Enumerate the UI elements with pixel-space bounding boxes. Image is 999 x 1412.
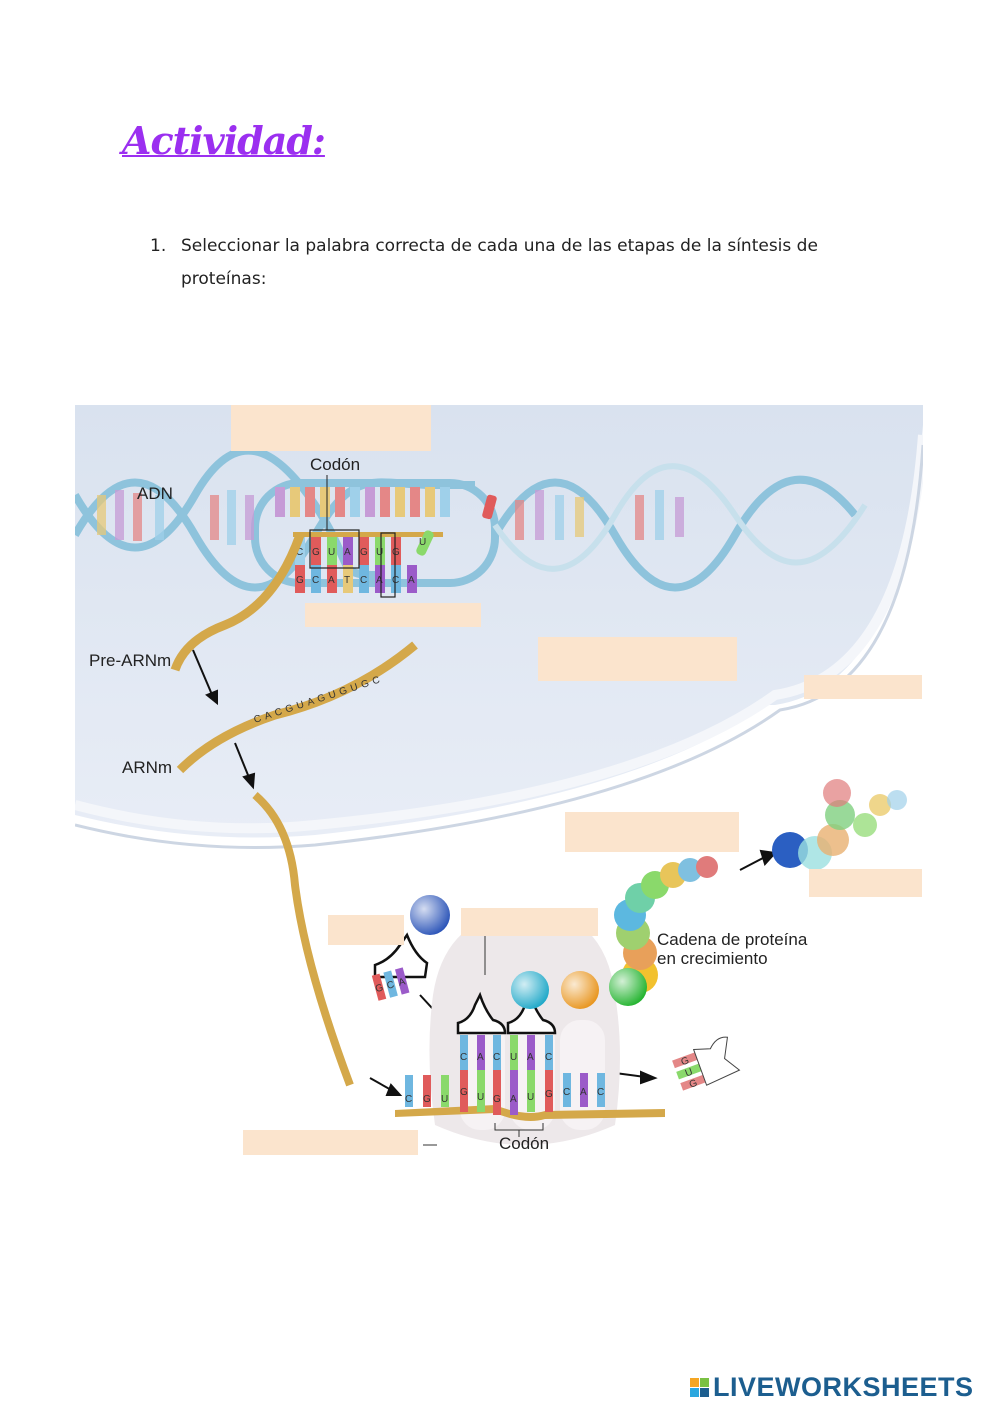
- dna-base: C: [392, 575, 399, 586]
- question-number: 1.: [150, 236, 167, 256]
- nucleotide-letter: A: [510, 1094, 517, 1105]
- question-1: 1. Seleccionar la palabra correcta de ca…: [150, 230, 890, 296]
- nucleotide-letter: U: [527, 1092, 534, 1103]
- protein-synthesis-diagram: C G U A G U G U G C A T C A C A CACGUAGU…: [75, 405, 923, 1153]
- pre-mrna-strand: [170, 533, 305, 672]
- logo-icon: [690, 1378, 709, 1397]
- nucleotide-letter: G: [688, 1078, 699, 1091]
- nucleotide-letter: U: [684, 1067, 695, 1080]
- dna-base: C: [360, 575, 367, 586]
- dna-label: ADN: [137, 484, 173, 503]
- codon-label-bottom: Codón: [499, 1134, 549, 1153]
- nucleotide-letter: A: [580, 1087, 587, 1098]
- activity-title: Actividad:: [122, 118, 326, 163]
- protein-chain-label: Cadena de proteína: [657, 930, 808, 949]
- answer-box-8[interactable]: [461, 908, 598, 936]
- answer-box-5[interactable]: [565, 812, 739, 852]
- rna-base: G: [312, 547, 320, 558]
- answer-box-4[interactable]: [804, 675, 922, 699]
- nucleotide-letter: C: [386, 979, 396, 991]
- rna-base: U: [376, 547, 383, 558]
- rna-base: U: [328, 547, 335, 558]
- question-text: Seleccionar la palabra correcta de cada …: [181, 236, 818, 289]
- nucleotide-letter: C: [563, 1087, 570, 1098]
- dna-helix: C G U A G U G U G C A T C A C A: [75, 446, 868, 598]
- nucleotide-letter: U: [441, 1094, 448, 1105]
- dna-base: T: [344, 575, 350, 586]
- dna-base: A: [408, 575, 415, 586]
- rna-base: U: [419, 537, 426, 548]
- nucleotide-letter: G: [423, 1094, 431, 1105]
- rna-base: G: [392, 547, 400, 558]
- nucleotide-letter: G: [545, 1089, 553, 1100]
- nucleotide-letter: U: [510, 1052, 517, 1063]
- answer-box-9[interactable]: [243, 1130, 418, 1155]
- codon-label-top: Codón: [310, 455, 360, 474]
- dna-base: A: [376, 575, 383, 586]
- ribosome-mrna-bases: [405, 1035, 605, 1115]
- nucleotide-letter: C: [597, 1087, 604, 1098]
- nucleus: [75, 405, 923, 838]
- mrna-strand: [176, 641, 418, 774]
- protein-chain: [410, 779, 907, 1009]
- nucleotide-letter: G: [374, 982, 385, 995]
- nucleotide-letter: C: [545, 1052, 552, 1063]
- liveworksheets-logo: LIVEWORKSHEETS: [690, 1372, 974, 1403]
- nucleotide-letter: C: [460, 1052, 467, 1063]
- cytoplasm-mrna: [252, 791, 354, 1087]
- nucleotide-letter: A: [477, 1052, 484, 1063]
- dna-base: G: [296, 575, 304, 586]
- logo-text: LIVEWORKSHEETS: [713, 1372, 974, 1402]
- nucleotide-letter: G: [680, 1055, 691, 1068]
- answer-box-2[interactable]: [305, 603, 481, 627]
- answer-box-6[interactable]: [809, 869, 922, 897]
- nucleotide-letter: G: [460, 1087, 468, 1098]
- answer-box-1[interactable]: [231, 405, 431, 451]
- nucleotide-letter: U: [477, 1092, 484, 1103]
- nucleotide-letter: C: [405, 1094, 412, 1105]
- dna-base: C: [312, 575, 319, 586]
- protein-chain-label: en crecimiento: [657, 949, 768, 968]
- nucleotide-letter: A: [397, 976, 407, 988]
- rna-base: A: [344, 547, 351, 558]
- mrna-label: ARNm: [122, 758, 172, 777]
- nuclear-membrane: [75, 434, 923, 834]
- rna-base: C: [296, 547, 303, 558]
- answer-box-7[interactable]: [328, 915, 404, 945]
- pre-mrna-label: Pre-ARNm: [89, 651, 171, 670]
- nucleotide-letter: C: [493, 1052, 500, 1063]
- rna-base: G: [360, 547, 368, 558]
- nucleotide-letter: G: [493, 1094, 501, 1105]
- answer-box-3[interactable]: [538, 637, 737, 681]
- nucleotide-letter: A: [527, 1052, 534, 1063]
- dna-base: A: [328, 575, 335, 586]
